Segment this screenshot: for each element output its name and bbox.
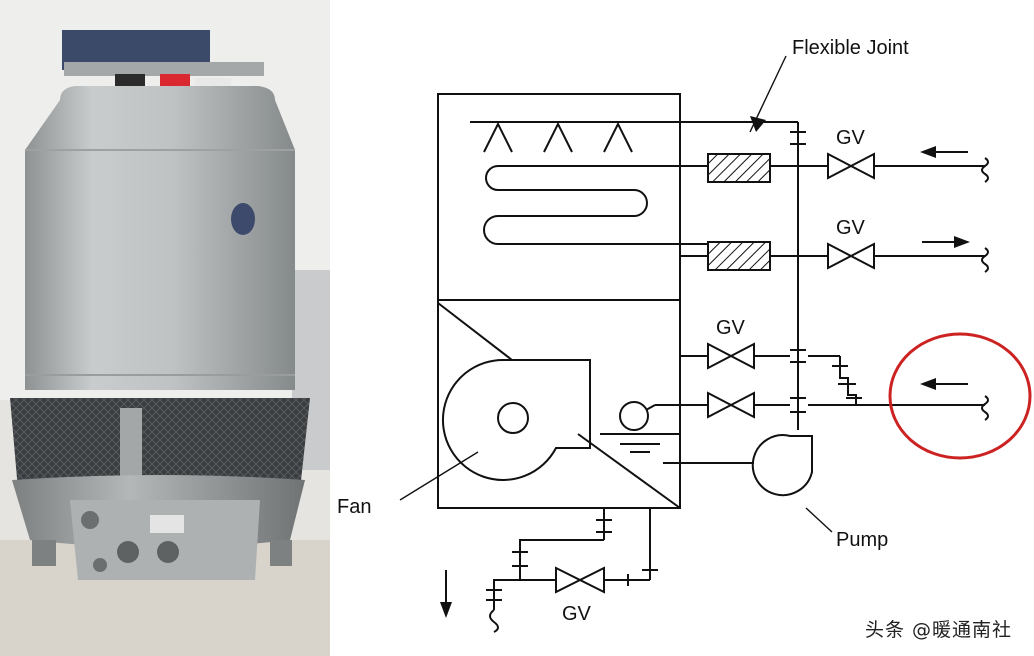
highlight-circle	[888, 332, 1032, 460]
arrow-icon	[440, 602, 452, 618]
arrow-icon	[954, 236, 970, 248]
gate-valve-icon	[827, 242, 875, 270]
heat-exchange-coil	[483, 165, 708, 245]
arrow-icon	[920, 146, 936, 158]
gate-valve-icon	[707, 391, 755, 419]
watermark: 头条 @暖通南社	[864, 619, 1012, 641]
label-gv-bottom: GV	[562, 603, 592, 625]
arrow-icon	[750, 116, 766, 132]
gate-valve-icon	[827, 152, 875, 180]
strainer-top	[707, 153, 771, 183]
label-gv-side: GV	[716, 317, 746, 339]
strainer-bottom	[707, 241, 771, 271]
gate-valve-icon	[555, 566, 605, 594]
label-flexible-joint: Flexible Joint	[792, 37, 909, 59]
pump	[751, 434, 813, 497]
label-fan: Fan	[337, 496, 371, 518]
fan-housing	[441, 358, 591, 481]
arrow-icon	[920, 378, 936, 390]
label-gv-top-inlet: GV	[836, 127, 866, 149]
gate-valve-icon	[707, 342, 755, 370]
label-gv-top-outlet: GV	[836, 217, 866, 239]
cooling-tower-photo	[0, 0, 330, 656]
label-pump: Pump	[836, 529, 888, 551]
cooling-tower-schematic: Flexible Joint GV GV GV GV Fan Pump	[337, 37, 1032, 633]
